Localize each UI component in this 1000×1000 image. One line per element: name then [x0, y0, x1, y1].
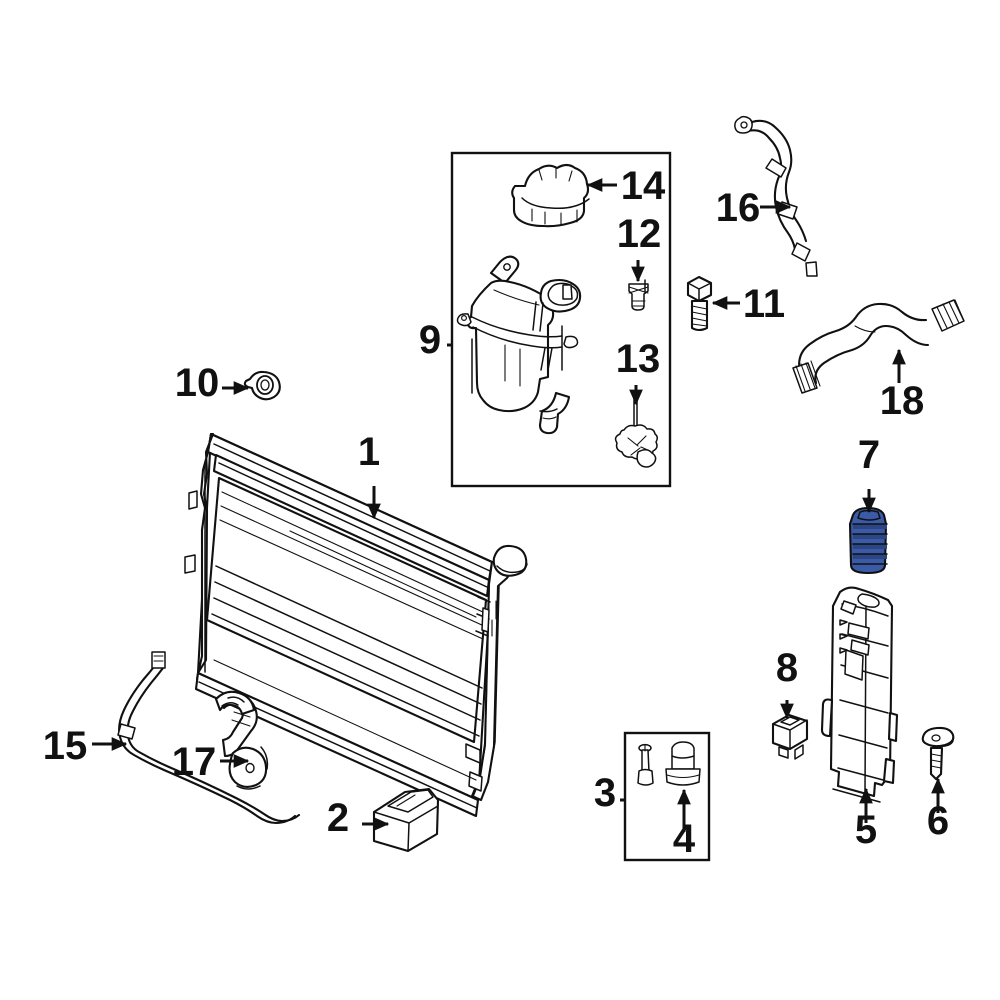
- callout-number-9: 9: [419, 318, 441, 362]
- callout-number-6: 6: [927, 799, 949, 843]
- callout-number-12: 12: [617, 212, 662, 256]
- callout-number-8: 8: [776, 646, 798, 690]
- callout-number-5: 5: [855, 808, 877, 852]
- radiator-upper-mount-bushing-part: [848, 506, 888, 575]
- callout-number-11: 11: [743, 282, 785, 326]
- callout-number-1: 1: [358, 430, 380, 474]
- fastener-group-box: [623, 731, 711, 862]
- hex-bolt-part: [686, 275, 713, 332]
- callout-number-4: 4: [673, 817, 696, 861]
- callout-number-10: 10: [175, 361, 220, 405]
- callout-number-17: 17: [172, 740, 217, 784]
- callout-numbers: 1 2 3 4 5 6 7 8 9 10 11 12 13 14 15 16 1…: [43, 164, 949, 861]
- expansion-tank-vent-valve-part: [628, 279, 649, 311]
- coolant-bleed-line-part: [117, 651, 301, 825]
- mounting-pin-part: [637, 743, 654, 786]
- expansion-tank-group-box: [450, 151, 672, 488]
- expansion-tank-cap-part: [511, 163, 590, 228]
- callout-leaders: [92, 178, 945, 832]
- callout-number-2: 2: [327, 796, 349, 840]
- air-guide-screw-part: [921, 726, 955, 781]
- mounting-bushing-part: [665, 741, 701, 786]
- callout-number-7: 7: [858, 433, 880, 477]
- radiator-lower-mount-bracket-part: [372, 787, 440, 853]
- callout-number-18: 18: [880, 379, 925, 423]
- radiator-coolant-hose-part: [792, 299, 965, 394]
- coolant-level-sensor-part: [614, 397, 659, 468]
- callout-number-14: 14: [621, 164, 666, 208]
- callout-number-16: 16: [716, 186, 761, 230]
- callout-number-3: 3: [594, 771, 616, 815]
- air-guide-duct-part: [820, 586, 899, 803]
- coolant-expansion-tank-part: [456, 255, 582, 435]
- radiator-part: [184, 432, 528, 818]
- retainer-clip-part: [771, 713, 809, 760]
- callout-number-15: 15: [43, 724, 88, 768]
- callout-number-13: 13: [616, 337, 661, 381]
